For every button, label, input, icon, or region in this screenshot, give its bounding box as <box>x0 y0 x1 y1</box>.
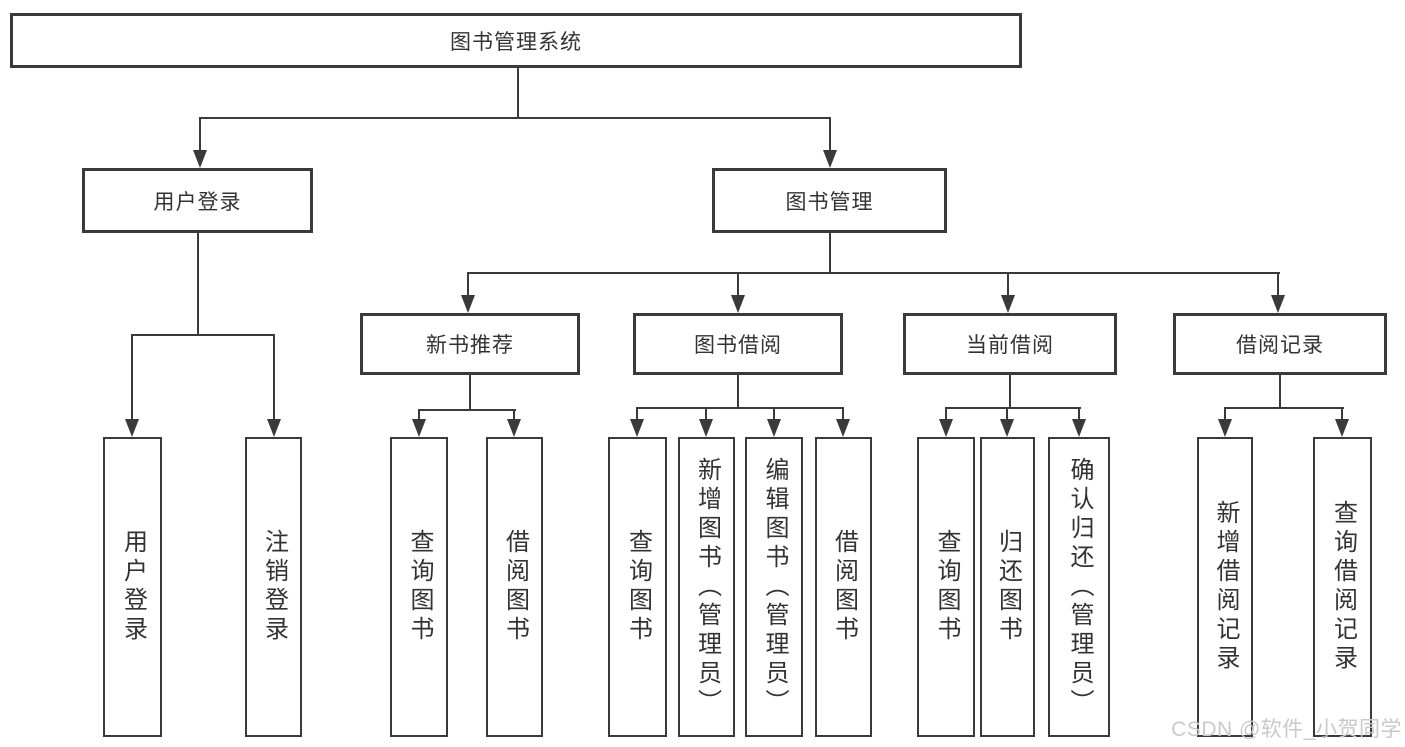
csdn-watermark: CSDN @软件_小贺同学 <box>1171 718 1402 741</box>
connector-vline <box>705 408 707 420</box>
node-root-label: 图书管理系统 <box>450 30 582 54</box>
connector-hline <box>1224 407 1344 409</box>
connector-vline <box>199 118 201 151</box>
leaf-borrow-books-recommend: 借阅图书 <box>486 437 543 737</box>
connector-vline <box>1009 375 1011 408</box>
arrow-down-icon <box>767 419 781 437</box>
arrow-down-icon <box>1335 419 1349 437</box>
node-new-book-recommend: 新书推荐 <box>360 313 580 375</box>
node-user-login: 用户登录 <box>82 168 313 233</box>
leaf-borrow-books: 借阅图书 <box>815 437 872 737</box>
node-book-management: 图书管理 <box>712 168 947 233</box>
node-user-login-label: 用户登录 <box>153 190 242 214</box>
connector-hline <box>131 334 275 336</box>
arrow-down-icon <box>1072 419 1086 437</box>
connector-hline <box>467 272 1280 274</box>
arrow-down-icon <box>461 295 475 313</box>
leaf-add-borrow-record-label: 新增借阅记录 <box>1212 500 1239 674</box>
connector-vline <box>1277 273 1279 295</box>
arrow-down-icon <box>507 419 521 437</box>
arrow-down-icon <box>125 419 139 437</box>
connector-vline <box>197 233 199 335</box>
leaf-logout-label: 注销登录 <box>260 529 288 645</box>
leaf-query-books-borrow: 查询图书 <box>608 437 667 737</box>
arrow-down-icon <box>412 419 426 437</box>
node-book-management-label: 图书管理 <box>785 190 874 214</box>
node-current-borrow: 当前借阅 <box>903 313 1117 375</box>
leaf-edit-books-admin-label: 编辑图书（管理员） <box>761 456 788 718</box>
leaf-add-borrow-record: 新增借阅记录 <box>1197 437 1253 737</box>
arrow-down-icon <box>836 419 850 437</box>
connector-vline <box>829 118 831 151</box>
connector-vline <box>517 68 519 118</box>
connector-vline <box>945 408 947 420</box>
arrow-down-icon <box>823 150 837 168</box>
connector-vline <box>829 233 831 273</box>
leaf-logout: 注销登录 <box>245 437 302 737</box>
leaf-add-books-admin-label: 新增图书（管理员） <box>693 456 721 718</box>
leaf-user-login: 用户登录 <box>103 437 162 737</box>
node-current-borrow-label: 当前借阅 <box>966 334 1054 357</box>
arrow-down-icon <box>1271 295 1285 313</box>
arrow-down-icon <box>731 295 745 313</box>
connector-vline <box>1279 375 1281 408</box>
connector-hline <box>418 409 516 411</box>
leaf-query-books-recommend-label: 查询图书 <box>406 529 433 645</box>
connector-vline <box>1224 408 1226 420</box>
connector-hline <box>636 407 844 409</box>
leaf-borrow-books-recommend-label: 借阅图书 <box>501 529 529 645</box>
leaf-query-borrow-record: 查询借阅记录 <box>1313 437 1372 737</box>
connector-vline <box>467 273 469 295</box>
leaf-query-books-current: 查询图书 <box>917 437 975 737</box>
leaf-return-books: 归还图书 <box>980 437 1035 737</box>
leaf-query-borrow-record-label: 查询借阅记录 <box>1329 500 1357 674</box>
leaf-query-books-recommend: 查询图书 <box>390 437 448 737</box>
leaf-confirm-return-admin-label: 确认归还（管理员） <box>1066 456 1093 718</box>
node-borrow-records-label: 借阅记录 <box>1236 334 1324 357</box>
arrow-down-icon <box>193 150 207 168</box>
connector-vline <box>1341 408 1343 420</box>
connector-vline <box>737 375 739 408</box>
arrow-down-icon <box>1218 419 1232 437</box>
connector-vline <box>513 410 515 420</box>
leaf-confirm-return-admin: 确认归还（管理员） <box>1048 437 1110 737</box>
connector-vline <box>273 335 275 419</box>
connector-vline <box>737 273 739 295</box>
arrow-down-icon <box>267 419 281 437</box>
node-book-borrow: 图书借阅 <box>633 313 843 375</box>
arrow-down-icon <box>699 419 713 437</box>
connector-vline <box>842 408 844 420</box>
arrow-down-icon <box>939 419 953 437</box>
connector-vline <box>636 408 638 420</box>
arrow-down-icon <box>630 419 644 437</box>
connector-vline <box>1078 408 1080 420</box>
connector-vline <box>469 375 471 410</box>
connector-vline <box>773 408 775 420</box>
leaf-user-login-label: 用户登录 <box>119 529 147 645</box>
connector-hline <box>199 117 831 119</box>
connector-vline <box>131 335 133 419</box>
node-book-borrow-label: 图书借阅 <box>694 334 782 357</box>
connector-vline <box>418 410 420 420</box>
arrow-down-icon <box>1000 419 1014 437</box>
connector-hline <box>945 407 1081 409</box>
leaf-query-books-current-label: 查询图书 <box>933 529 960 645</box>
connector-vline <box>1007 273 1009 295</box>
leaf-edit-books-admin: 编辑图书（管理员） <box>745 437 803 737</box>
connector-vline <box>1006 408 1008 420</box>
node-new-book-recommend-label: 新书推荐 <box>426 334 514 357</box>
leaf-add-books-admin: 新增图书（管理员） <box>678 437 735 737</box>
node-root: 图书管理系统 <box>10 13 1022 68</box>
leaf-query-books-borrow-label: 查询图书 <box>624 529 652 645</box>
leaf-return-books-label: 归还图书 <box>994 529 1022 645</box>
leaf-borrow-books-label: 借阅图书 <box>830 529 858 645</box>
arrow-down-icon <box>1001 295 1015 313</box>
node-borrow-records: 借阅记录 <box>1173 313 1387 375</box>
